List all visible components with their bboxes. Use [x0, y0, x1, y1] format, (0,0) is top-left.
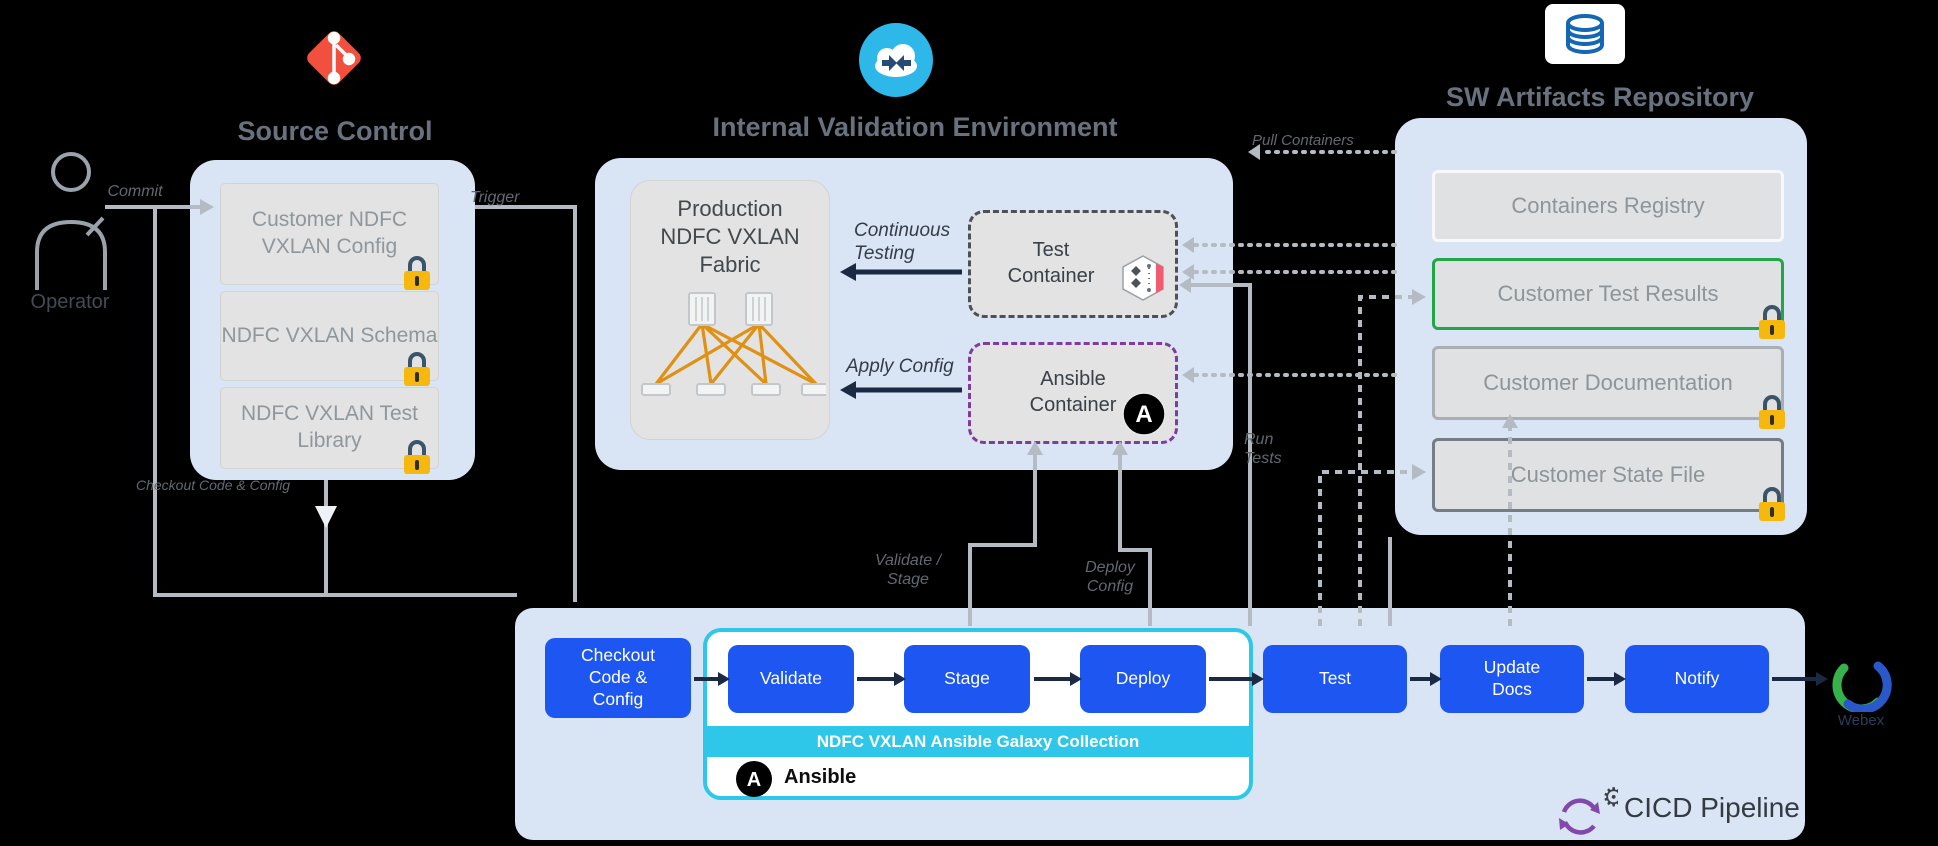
webex-label: Webex	[1837, 712, 1885, 729]
trigger-label: Trigger	[470, 189, 520, 206]
fabric-topology-icon	[641, 292, 826, 396]
stage-checkout-button: Checkout Code & Config	[545, 638, 691, 718]
git-icon	[307, 31, 361, 85]
registry-item: Customer Documentation	[1432, 346, 1785, 429]
operator-icon	[35, 152, 107, 290]
pull-containers-label: Pull Containers	[1252, 132, 1354, 149]
cloud-icon	[859, 23, 933, 97]
repo-item: NDFC VXLAN Test Library	[220, 387, 439, 474]
lock-icon	[1759, 305, 1785, 339]
validate-stage-label: Validate / Stage	[874, 552, 942, 589]
lock-icon	[404, 352, 430, 386]
stage-deploy-button: Deploy	[1080, 645, 1206, 713]
test-container-label: Test Container	[1007, 239, 1095, 287]
registry-item-label: Customer Documentation	[1483, 370, 1733, 395]
fabric-label: Production NDFC VXLAN Fabric	[660, 196, 800, 278]
registry-item-label: Customer State File	[1510, 462, 1706, 487]
stage-validate-button: Validate	[728, 645, 854, 713]
run-tests-label: Run Tests	[1244, 431, 1282, 468]
deploy-config-label: Deploy Config	[1085, 559, 1135, 596]
cicd-pipeline-label: CICD Pipeline	[1624, 792, 1800, 823]
apply-config-label: Apply Config	[846, 356, 954, 377]
stage-stage-button: Stage	[904, 645, 1030, 713]
validation-env-title: Internal Validation Environment	[712, 112, 1118, 142]
galaxy-collection-banner: NDFC VXLAN Ansible Galaxy Collection	[707, 726, 1249, 757]
stage-test-button: Test	[1263, 645, 1407, 713]
svg-text:A: A	[1135, 401, 1152, 428]
webex-icon	[1832, 661, 1892, 712]
stage-notify-button: Notify	[1625, 645, 1769, 713]
ansible-logo-icon: A	[736, 761, 772, 797]
repo-item: NDFC VXLAN Schema	[220, 291, 439, 386]
repo-item-label: Customer NDFC VXLAN Config	[251, 208, 408, 258]
svg-text:⚙: ⚙	[1602, 783, 1618, 813]
lock-icon	[1759, 395, 1785, 429]
lock-icon	[404, 256, 430, 290]
artifacts-repo-title: SW Artifacts Repository	[1445, 82, 1755, 112]
lock-icon	[1759, 487, 1785, 521]
commit-label: Commit	[107, 183, 163, 200]
cicd-icon: ⚙	[1559, 783, 1618, 835]
svg-text:A: A	[747, 769, 761, 791]
source-control-title: Source Control	[237, 116, 433, 146]
lock-icon	[404, 440, 430, 474]
ansible-logo-icon: A	[1122, 392, 1166, 436]
repo-item-label: NDFC VXLAN Schema	[221, 323, 438, 347]
registry-item-label: Containers Registry	[1511, 193, 1705, 218]
database-icon	[1545, 4, 1625, 64]
registry-item: Customer Test Results	[1432, 258, 1785, 339]
ansible-container-label: Ansible Container	[1029, 368, 1117, 416]
test-hexagon-icon	[1122, 255, 1164, 301]
registry-item: Customer State File	[1432, 438, 1785, 521]
registry-item: Containers Registry	[1432, 170, 1784, 242]
fabric-box: Production NDFC VXLAN Fabric	[630, 180, 830, 440]
checkout-line-label: Checkout Code & Config	[136, 477, 291, 493]
stage-update-docs-button: Update Docs	[1440, 645, 1584, 713]
repo-item: Customer NDFC VXLAN Config	[220, 183, 439, 290]
continuous-testing-label: Continuous Testing	[854, 220, 951, 264]
operator-label: Operator	[30, 291, 110, 313]
registry-item-label: Customer Test Results	[1497, 281, 1719, 306]
ansible-wordmark: Ansible	[784, 766, 857, 788]
